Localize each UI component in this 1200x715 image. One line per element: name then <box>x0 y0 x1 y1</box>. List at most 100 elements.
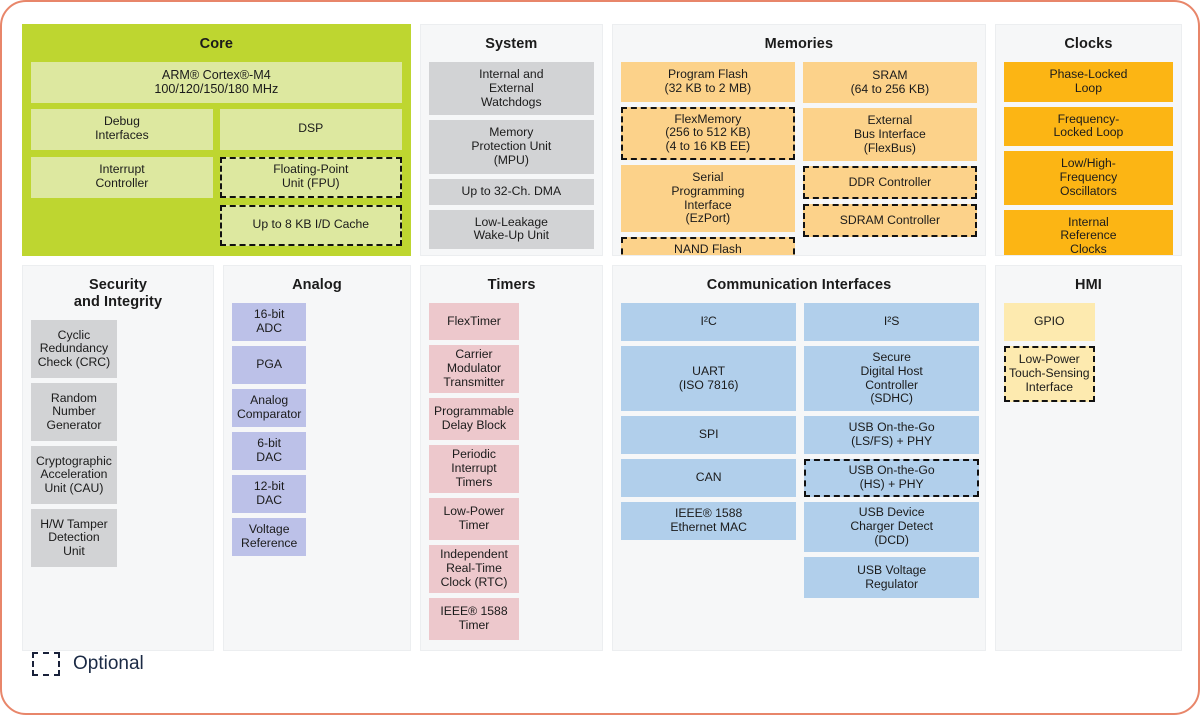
block-usb-otg-hs-phy[interactable]: USB On-the-Go(HS) + PHY <box>804 459 980 498</box>
block-frequency-locked-loop[interactable]: Frequency-Locked Loop <box>1003 106 1173 147</box>
panel-title-memories: Memories <box>764 36 834 52</box>
panel-title-analog: Analog <box>292 277 342 293</box>
block-dma[interactable]: Up to 32-Ch. DMA <box>428 178 594 205</box>
block-gpio[interactable]: GPIO <box>1003 303 1095 342</box>
block-uart[interactable]: UART(ISO 7816) <box>621 346 797 412</box>
diagram-grid: Core ARM® Cortex®-M4 100/120/150/180 MHz… <box>22 24 1183 652</box>
panel-communication-interfaces[interactable]: Communication Interfaces I²C UART(ISO 78… <box>612 265 986 652</box>
block-i2c[interactable]: I²C <box>621 303 797 342</box>
block-pga[interactable]: PGA <box>231 346 307 385</box>
panel-title-hmi: HMI <box>1075 277 1102 293</box>
block-ddr-controller[interactable]: DDR Controller <box>802 166 977 200</box>
panel-title-security: Security and Integrity <box>31 277 205 311</box>
panel-core[interactable]: Core ARM® Cortex®-M4 100/120/150/180 MHz… <box>22 24 411 256</box>
block-flextimer[interactable]: FlexTimer <box>429 303 519 341</box>
panel-memories[interactable]: Memories Program Flash(32 KB to 2 MB) Fl… <box>611 24 986 256</box>
block-nand-flash-controller[interactable]: NAND FlashController <box>620 237 795 255</box>
block-can[interactable]: CAN <box>621 459 797 498</box>
panel-title-security-line2: and Integrity <box>73 294 163 311</box>
block-usb-otg-lsfs-phy[interactable]: USB On-the-Go(LS/FS) + PHY <box>804 416 980 455</box>
block-id-cache[interactable]: Up to 8 KB I/D Cache <box>219 204 402 246</box>
core-cpu-line2: 100/120/150/180 MHz <box>154 82 279 97</box>
block-flexmemory[interactable]: FlexMemory(256 to 512 KB)(4 to 16 KB EE) <box>620 106 795 161</box>
legend-label-optional: Optional <box>73 653 144 674</box>
block-sram[interactable]: SRAM(64 to 256 KB) <box>802 62 977 104</box>
dashed-box-icon <box>32 652 60 676</box>
block-dsp[interactable]: DSP <box>219 108 402 150</box>
diagram-row-top: Core ARM® Cortex®-M4 100/120/150/180 MHz… <box>22 24 1182 256</box>
panel-title-communication: Communication Interfaces <box>706 277 892 293</box>
block-sdram-controller[interactable]: SDRAM Controller <box>802 204 977 237</box>
memories-right-spacer <box>803 242 977 255</box>
core-cpu-line1: ARM® Cortex®-M4 <box>161 68 271 83</box>
panel-title-security-line1: Security <box>88 277 147 293</box>
block-spi[interactable]: SPI <box>621 416 797 455</box>
block-i2s[interactable]: I²S <box>804 303 980 342</box>
memories-body: Program Flash(32 KB to 2 MB) FlexMemory(… <box>620 62 977 255</box>
core-cpu-block[interactable]: ARM® Cortex®-M4 100/120/150/180 MHz <box>31 62 402 103</box>
panel-title-clocks: Clocks <box>1064 36 1113 52</box>
block-program-flash[interactable]: Program Flash(32 KB to 2 MB) <box>620 62 795 102</box>
legend: Optional <box>32 652 144 676</box>
panel-title-timers: Timers <box>487 277 536 293</box>
memories-left-column: Program Flash(32 KB to 2 MB) FlexMemory(… <box>620 62 795 255</box>
